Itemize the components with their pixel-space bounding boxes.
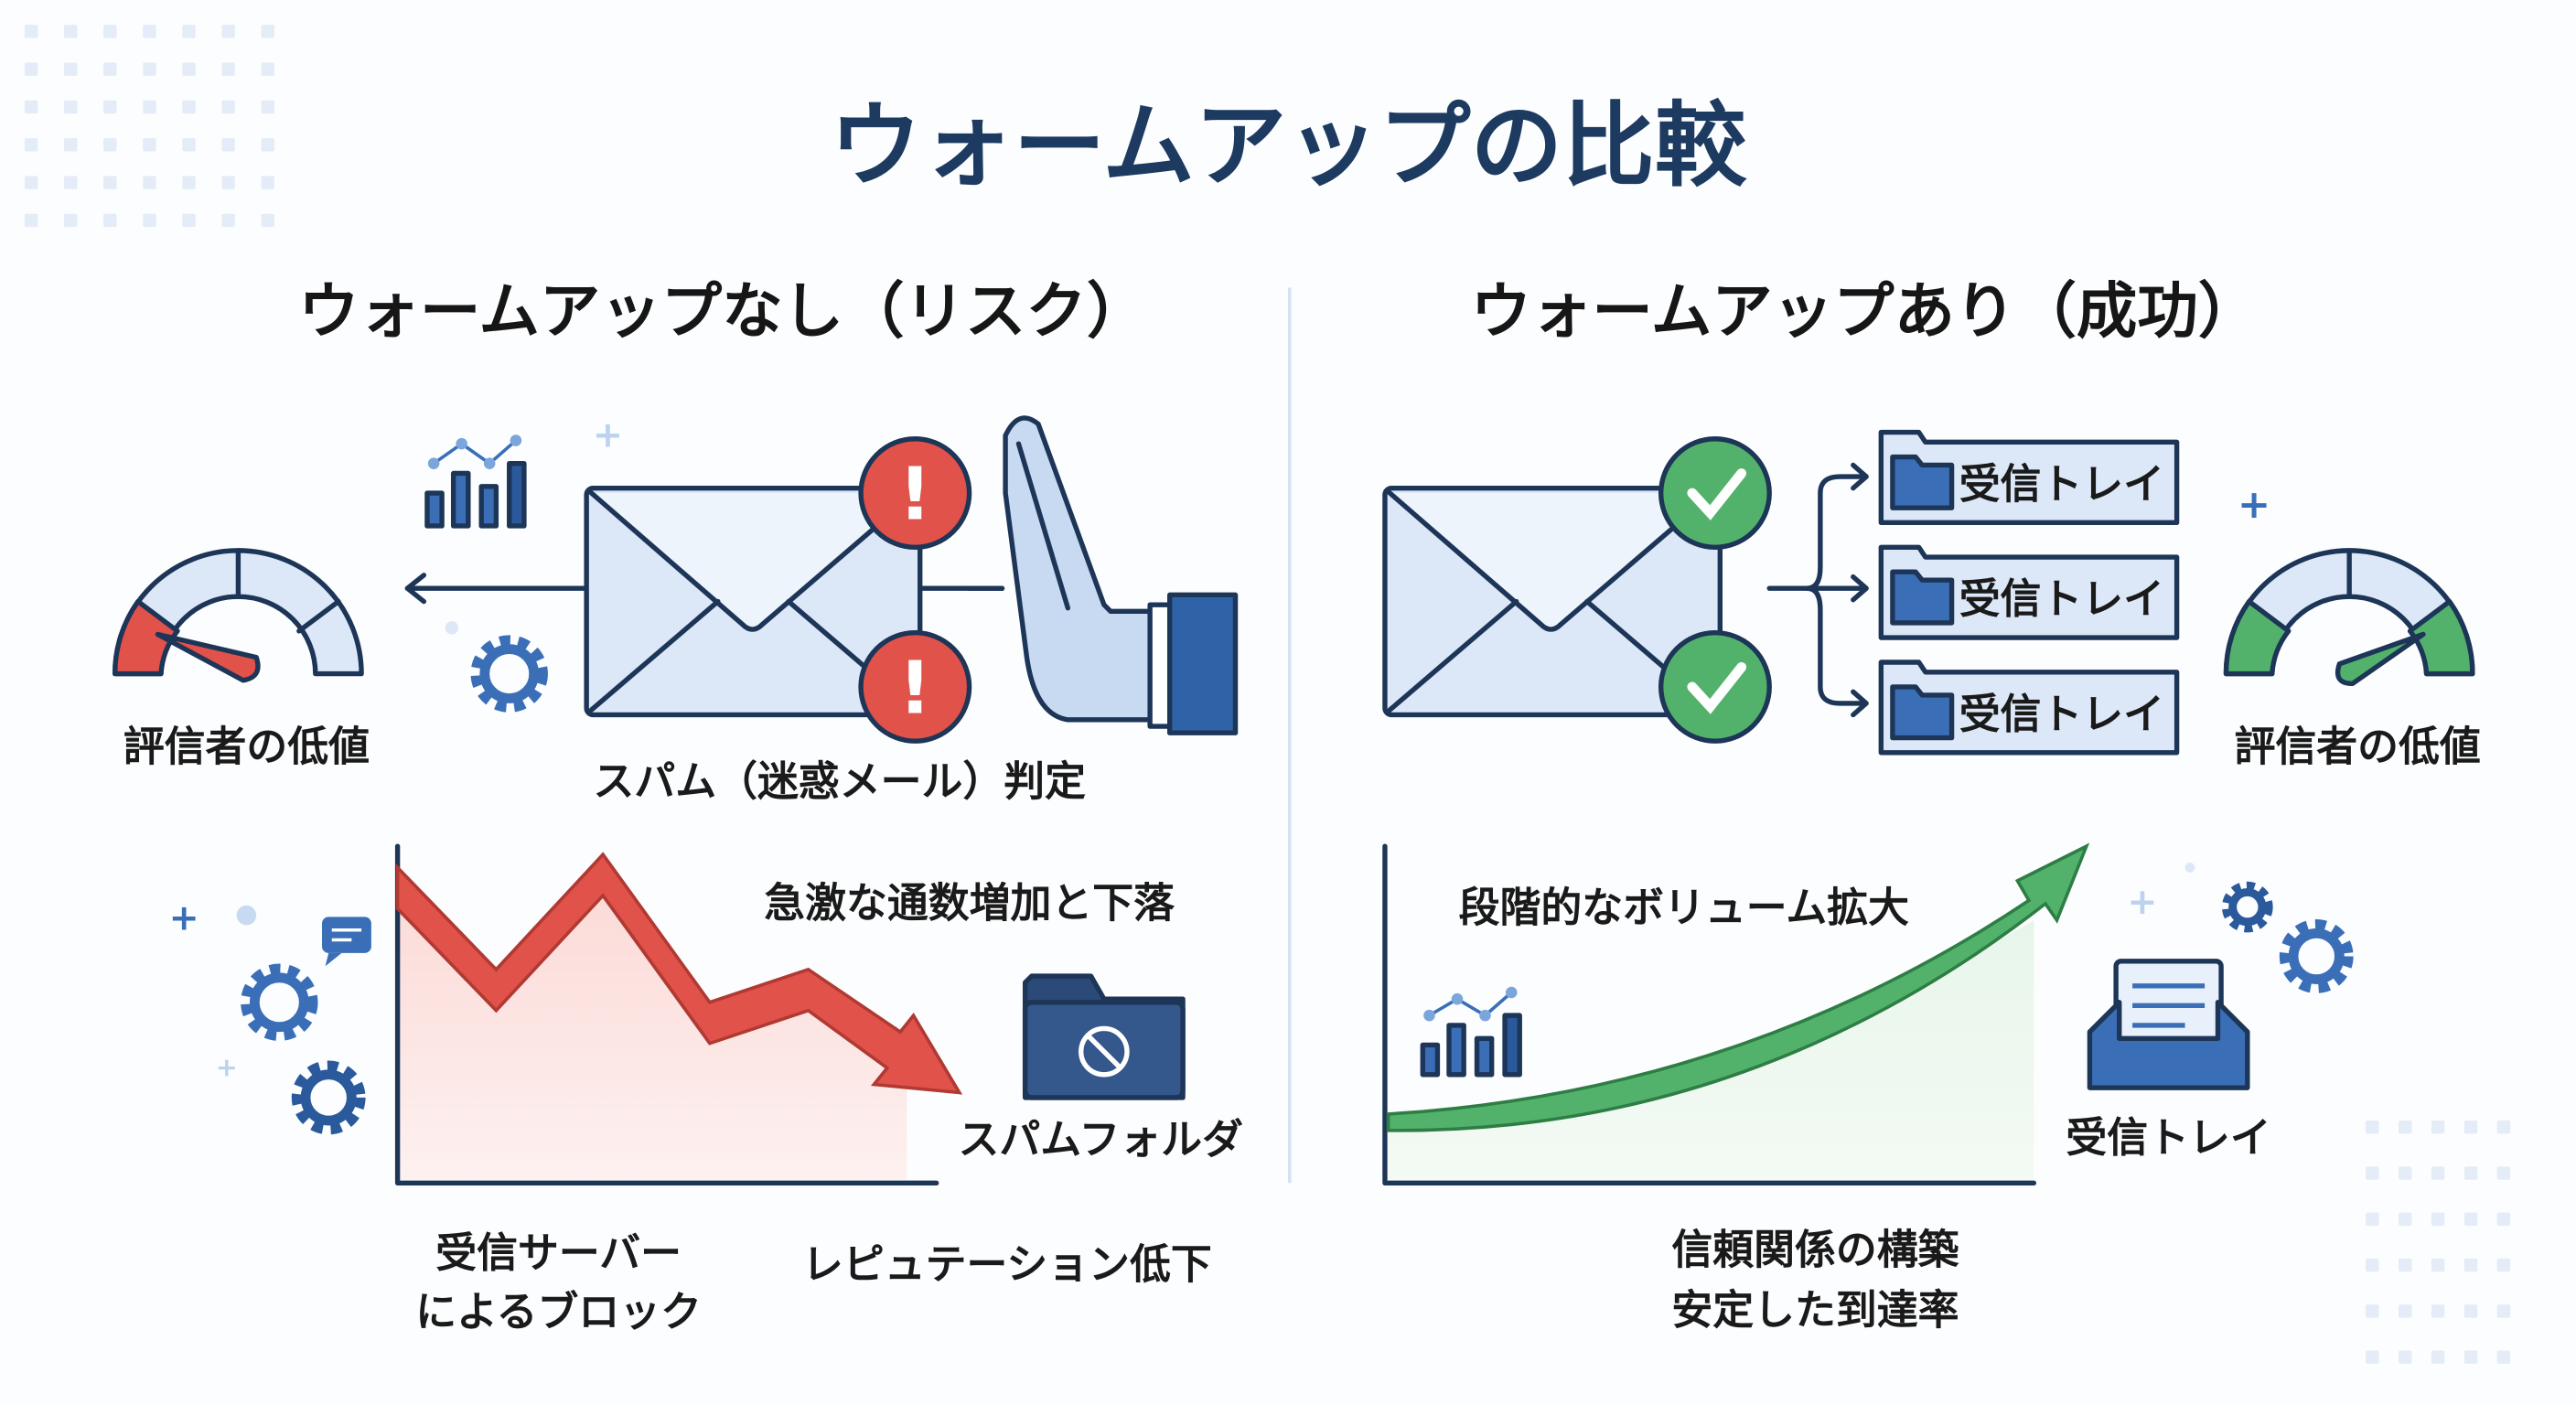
reputation-drop-label: レピュテーション低下 (802, 1239, 1212, 1288)
gear-icon (241, 963, 318, 1041)
decline-arrow (395, 852, 963, 1095)
right-heading: ウォームアップあり（成功） (1471, 275, 2259, 347)
envelope-icon (1382, 485, 1723, 718)
gear-icon (2221, 881, 2273, 933)
left-heading: ウォームアップなし（リスク） (298, 275, 1147, 347)
right-gauge-label: 評信者の低値 (2235, 723, 2481, 771)
inbox-folder-item: 受信トレイ (1878, 544, 2180, 640)
envelope-icon (584, 485, 923, 718)
sparkle-icon: + (593, 414, 623, 456)
decorative-dot-grid (2366, 1121, 2511, 1364)
svg-text:!: ! (898, 453, 931, 537)
inbox-folder-item: 受信トレイ (1878, 429, 2180, 526)
chat-bubble-icon (322, 917, 371, 967)
inbox-folder-label: 受信トレイ (1959, 690, 2164, 738)
gauge-high (2223, 548, 2475, 687)
folder-icon (1890, 454, 1955, 510)
spam-judgment-label: スパム（迷惑メール）判定 (593, 756, 1086, 805)
server-block-line1: 受信サーバー (435, 1228, 682, 1277)
alert-icon: ! (858, 629, 972, 744)
check-icon (1658, 629, 1772, 744)
inbox-folder-label: 受信トレイ (1959, 574, 2164, 623)
decorative-dot-grid (24, 25, 274, 228)
sparkle-icon: + (169, 897, 199, 939)
growth-chart (1382, 842, 2090, 1185)
stable-delivery-label: 安定した到達率 (1671, 1286, 1959, 1335)
inbox-tray-icon (2087, 959, 2250, 1090)
trust-building-label: 信頼関係の構築 (1671, 1225, 1959, 1273)
decline-chart (394, 843, 963, 1185)
growth-arrow (1386, 842, 2090, 1132)
svg-text:+: + (216, 1052, 238, 1083)
chart-icon (424, 434, 527, 529)
surge-drop-label: 急激な通数増加と下落 (764, 878, 1175, 927)
left-gauge-label: 評信者の低値 (123, 723, 370, 771)
inbox-folder-label: 受信トレイ (1959, 459, 2164, 508)
chart-icon (1420, 986, 1522, 1078)
spam-folder-label: スパムフォルダ (959, 1115, 1243, 1164)
check-icon (1658, 436, 1772, 550)
spam-folder-icon (1022, 973, 1186, 1100)
gear-icon (291, 1060, 366, 1135)
svg-text:+: + (2127, 881, 2157, 923)
page-title: ウォームアップの比較 (830, 92, 1747, 199)
gear-icon (470, 635, 548, 713)
gauge-low (113, 548, 364, 683)
inbox-label: 受信トレイ (2066, 1113, 2270, 1162)
gear-icon (2279, 919, 2354, 993)
sparkle-icon: + (2238, 482, 2270, 528)
svg-text:!: ! (898, 647, 931, 731)
server-block-line2: によるブロック (415, 1288, 702, 1336)
alert-icon: ! (858, 436, 972, 550)
branch-arrows (1766, 462, 1869, 718)
folder-icon (1890, 569, 1955, 626)
gradual-volume-label: 段階的なボリューム拡大 (1459, 884, 1909, 932)
inbox-folder-item: 受信トレイ (1878, 660, 2180, 756)
folder-icon (1890, 684, 1955, 741)
stop-hand-icon (1003, 415, 1239, 735)
